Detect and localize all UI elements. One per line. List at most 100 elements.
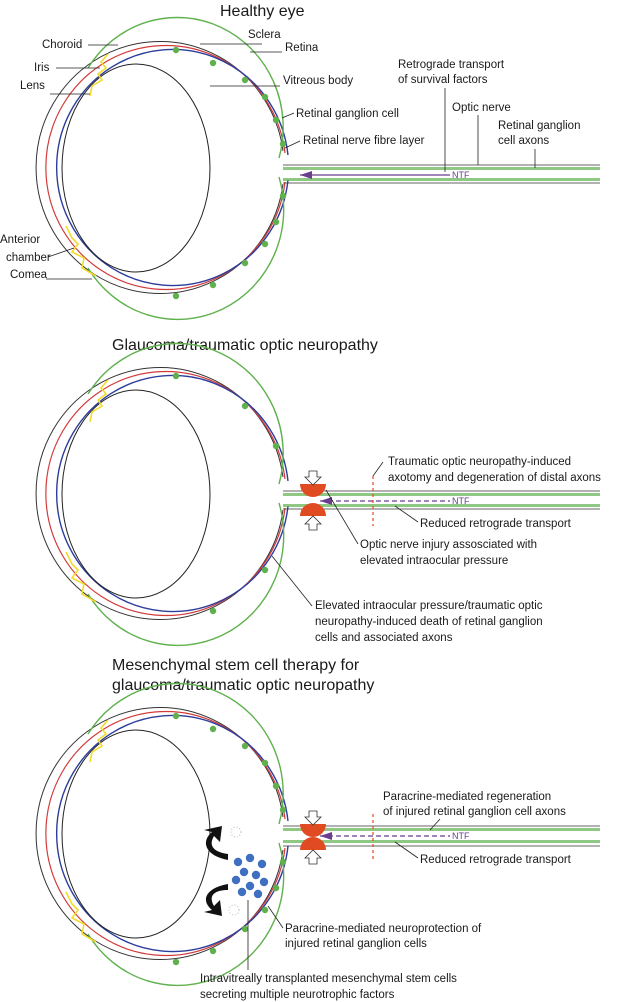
label-rgc-axons-1: Retinal ganglion (498, 120, 580, 132)
panel-2-title: Glaucoma/traumatic optic neuropathy (112, 337, 378, 354)
label-reduced: Reduced retrograde transport (420, 854, 572, 866)
label-neuro-1: Paracrine-mediated neuroprotection of (285, 923, 482, 935)
label-traumatic-2: axotomy and degeneration of distal axons (388, 472, 601, 484)
secreted-factor (228, 904, 240, 916)
label-msc-1: Intravitreally transplanted mesenchymal … (200, 973, 457, 985)
cornea-yellow (65, 551, 97, 603)
label-anterior-2: chamber (6, 252, 51, 264)
label-rgc-axons-2: cell axons (498, 135, 549, 147)
ganglion-cell (279, 806, 287, 814)
label-choroid: Choroid (42, 39, 82, 51)
ganglion-cell (209, 281, 217, 289)
label-retro-1: Retrograde transport (398, 59, 505, 71)
msc-cluster (204, 826, 269, 916)
label-rgc: Retinal ganglion cell (296, 108, 399, 120)
injury-top (300, 484, 326, 497)
optic-nerve: NTF (283, 476, 600, 526)
panel-glaucoma: Glaucoma/traumatic optic neuropathy NTF (35, 337, 601, 647)
ganglion-cell (279, 858, 287, 866)
label-retro-2: of survival factors (398, 74, 488, 86)
ganglion-cell (279, 192, 287, 200)
ganglion-cell (172, 292, 180, 300)
label-death-2: neuropathy-induced death of retinal gang… (315, 616, 543, 628)
label-vitreous: Vitreous body (283, 75, 353, 87)
label-msc-2: secreting multiple neurotrophic factors (200, 989, 395, 1001)
msc-cell (253, 889, 263, 899)
optic-nerve: NTF (283, 164, 600, 184)
ganglion-cell (241, 925, 249, 933)
msc-cell (257, 859, 267, 869)
eyeball (35, 342, 289, 647)
label-injury-2: elevated intraocular pressure (360, 555, 508, 567)
label-lens: Lens (20, 80, 45, 92)
ganglion-cell (261, 759, 269, 767)
label-death-3: cells and associated axons (315, 632, 453, 644)
msc-cell (245, 853, 255, 863)
secreted-factor (230, 826, 242, 838)
eyeball (35, 16, 289, 321)
label-anterior-1: Anterior (0, 234, 40, 246)
label-retina: Retina (285, 42, 319, 54)
ganglion-cell (172, 46, 180, 54)
ganglion-cell (241, 742, 249, 750)
ganglion-cell (209, 947, 217, 955)
injury-bottom (300, 503, 326, 516)
cornea-yellow (65, 225, 97, 277)
panel-3-title-1: Mesenchymal stem cell therapy for (112, 657, 360, 674)
ganglion-cell (279, 140, 287, 148)
label-sclera: Sclera (248, 29, 281, 41)
ganglion-cell (261, 906, 269, 914)
injury-bottom (300, 837, 326, 850)
msc-cell (239, 867, 249, 877)
label-rnfl: Retinal nerve fibre layer (303, 135, 425, 147)
label-injury-1: Optic nerve injury assosciated with (360, 539, 537, 551)
injury-site (300, 470, 326, 531)
ganglion-cell (241, 76, 249, 84)
msc-cell (233, 857, 243, 867)
label-traumatic-1: Traumatic optic neuropathy-induced (388, 456, 571, 468)
secretion-arrow-down (204, 884, 228, 916)
ganglion-cell (209, 607, 217, 615)
cornea-yellow (65, 891, 97, 943)
label-reduced: Reduced retrograde transport (420, 518, 572, 530)
ganglion-cell (209, 725, 217, 733)
msc-cell (251, 870, 261, 880)
ganglion-cell (209, 59, 217, 67)
panel-msc-therapy: Mesenchymal stem cell therapy for glauco… (35, 657, 600, 1001)
lens (61, 729, 211, 939)
pressure-arrow-down (304, 470, 322, 486)
panel-1-title: Healthy eye (220, 3, 305, 20)
label-iris: Iris (34, 62, 50, 74)
label-cornea: Comea (10, 269, 48, 281)
pressure-arrow-down (304, 810, 322, 826)
label-optic-nerve: Optic nerve (452, 102, 511, 114)
retina-line (55, 48, 289, 287)
iris (89, 53, 109, 97)
ganglion-layer (87, 16, 285, 321)
sclera-line (35, 41, 284, 294)
label-neuro-2: injured retinal ganglion cells (285, 938, 427, 950)
pressure-arrow-up (304, 849, 322, 865)
ganglion-cell (261, 566, 269, 574)
ntf-label: NTF (452, 496, 470, 506)
ganglion-cell (272, 218, 280, 226)
ganglion-cell (172, 712, 180, 720)
lens (61, 63, 211, 273)
ganglion-cell (272, 116, 280, 124)
iris (89, 719, 109, 763)
msc-cell (245, 881, 255, 891)
ntf-label: NTF (452, 831, 470, 841)
optic-nerve: NTF (283, 814, 600, 862)
eyeball (35, 682, 289, 987)
choroid-line (45, 44, 286, 291)
ganglion-cell (261, 93, 269, 101)
panel-healthy-eye: Healthy eye (0, 3, 600, 321)
label-regen-1: Paracrine-mediated regeneration (383, 791, 551, 803)
ganglion-cell (241, 402, 249, 410)
pressure-arrow-up (304, 515, 322, 531)
msc-cell (237, 887, 247, 897)
injury-top (300, 824, 326, 837)
label-regen-2: of injured retinal ganglion cell axons (383, 806, 566, 818)
injury-site (300, 810, 326, 865)
